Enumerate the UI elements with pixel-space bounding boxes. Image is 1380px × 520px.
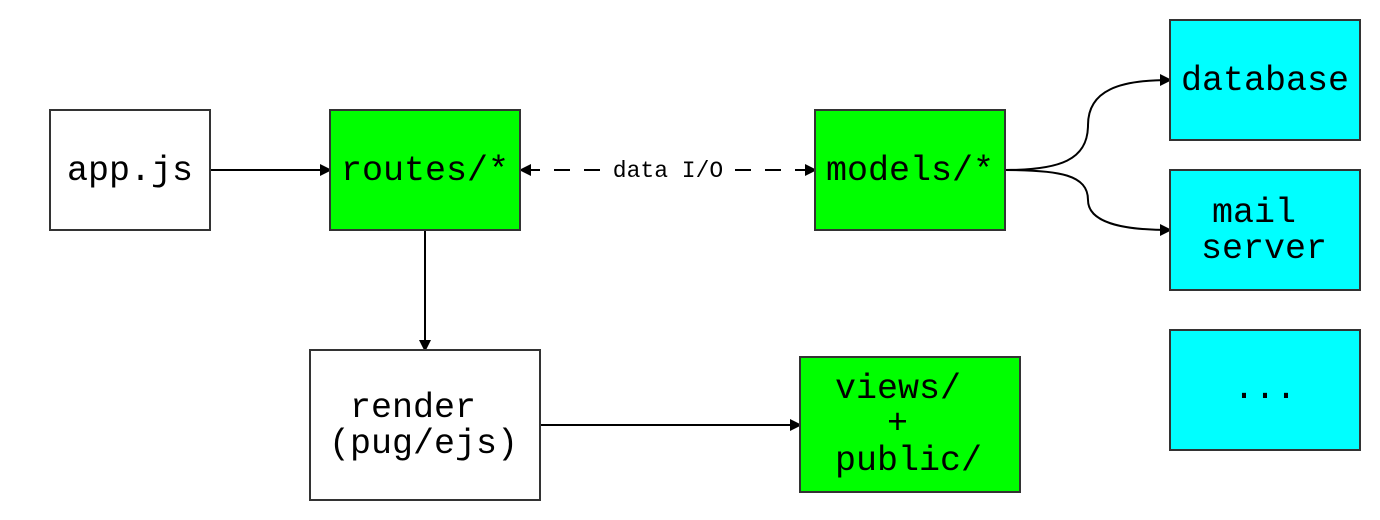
node-database: database [1169,19,1361,141]
edge-label-data-io: data I/O [613,158,723,184]
node-render-box [309,349,541,501]
node-mail-server-label-line1: mail [1212,193,1296,233]
node-mail-server-box [1169,169,1361,291]
edge-models-to-mail [1004,169,1172,236]
node-render-label-line1: render [350,388,476,428]
node-models-label: models/* [826,151,994,191]
node-render: render (pug/ejs) [309,349,541,501]
node-routes: routes/* [329,109,521,231]
node-views-public-box [799,356,1021,493]
node-appjs-label: app.js [67,151,193,191]
node-views-public: views/ + public/ [799,356,1021,493]
node-routes-box [329,109,521,231]
node-database-label: database [1181,61,1349,101]
node-more-services-box [1169,329,1361,451]
node-appjs: app.js [49,109,211,231]
edge-models-to-database [1004,74,1172,171]
node-views-public-label-line3: public/ [835,441,982,481]
node-models-box [814,109,1006,231]
node-views-public-label-line1: views/ [835,369,961,409]
node-appjs-box [49,109,211,231]
node-render-label-line2: (pug/ejs) [329,424,518,464]
node-database-box [1169,19,1361,141]
node-more-services: ... [1169,329,1361,451]
node-mail-server-label-line2: server [1201,229,1327,269]
node-models: models/* [814,109,1006,231]
node-more-services-label: ... [1233,369,1296,409]
node-mail-server: mail server [1169,169,1361,291]
node-views-public-label-line2: + [887,404,908,444]
edges [210,74,1172,431]
node-routes-label: routes/* [341,151,509,191]
